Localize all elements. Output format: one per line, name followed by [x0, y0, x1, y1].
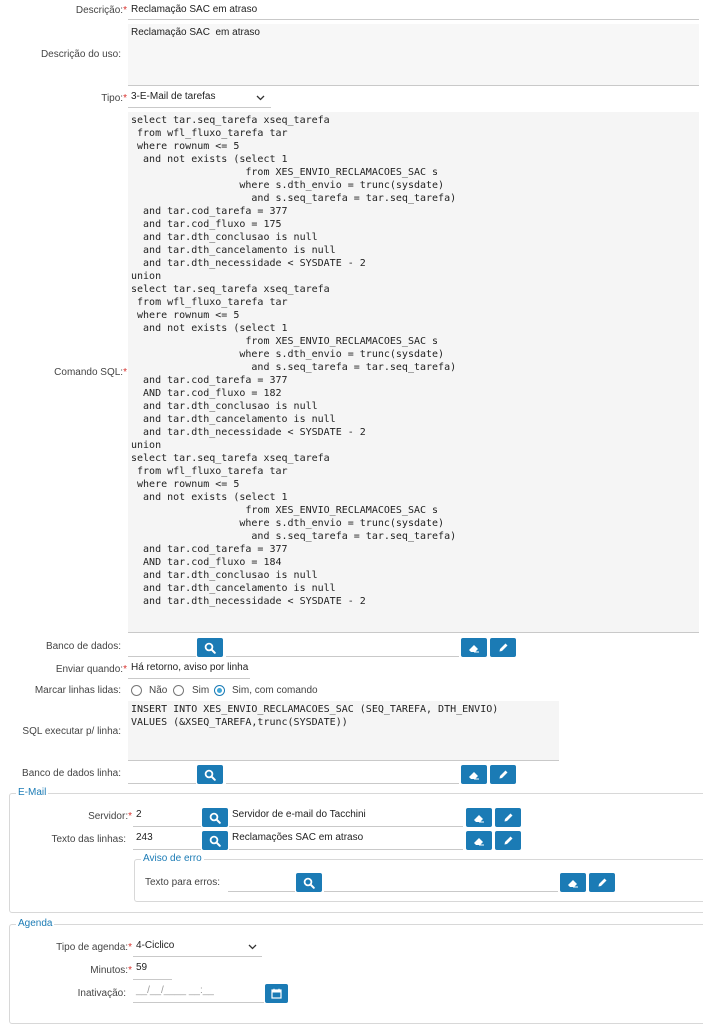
- texto-erros-code-input[interactable]: [228, 873, 295, 892]
- tipo-select[interactable]: 3-E-Mail de tarefas: [128, 90, 271, 108]
- texto-linhas-desc-input: Reclamações SAC em atraso: [229, 831, 463, 850]
- texto-linhas-search-button[interactable]: [202, 831, 228, 850]
- sql-linha-label: SQL executar p/ linha:: [22, 726, 121, 737]
- tipo-select-value: 3-E-Mail de tarefas: [131, 91, 216, 102]
- texto-erros-edit-button[interactable]: [589, 873, 615, 892]
- email-fieldset: [9, 793, 703, 913]
- search-icon: [209, 835, 221, 847]
- radio-sim-com-comando-label: Sim, com comando: [232, 685, 318, 696]
- eraser-icon: [469, 771, 479, 779]
- eraser-icon: [474, 814, 484, 822]
- descricao-input[interactable]: Reclamação SAC em atraso: [128, 3, 699, 20]
- sql-linha-textarea[interactable]: INSERT INTO XES_ENVIO_RECLAMACOES_SAC (S…: [128, 701, 559, 761]
- radio-sim[interactable]: [173, 685, 184, 696]
- inativacao-input[interactable]: __/__/____ __:__: [133, 984, 264, 1003]
- texto-linhas-clear-button[interactable]: [466, 831, 492, 850]
- aviso-erro-legend: Aviso de erro: [141, 853, 204, 865]
- tipo-agenda-label: Tipo de agenda:*: [56, 942, 132, 953]
- comando-sql-textarea[interactable]: select tar.seq_tarefa xseq_tarefa from w…: [128, 112, 699, 633]
- texto-linhas-edit-button[interactable]: [495, 831, 521, 850]
- banco-dados-search-button[interactable]: [197, 638, 223, 657]
- enviar-quando-label: Enviar quando:*: [55, 664, 127, 675]
- banco-dados-linha-desc-input: [226, 765, 459, 784]
- eraser-icon: [568, 879, 578, 887]
- banco-dados-linha-code-input[interactable]: [128, 765, 196, 784]
- search-icon: [204, 642, 216, 654]
- texto-erros-clear-button[interactable]: [560, 873, 586, 892]
- enviar-quando-select[interactable]: Há retorno, aviso por linha: [128, 661, 250, 679]
- pencil-icon: [504, 836, 512, 845]
- email-legend: E-Mail: [16, 787, 49, 799]
- eraser-icon: [474, 837, 484, 845]
- calendar-icon: [271, 988, 282, 999]
- radio-sim-label: Sim: [192, 685, 210, 696]
- banco-dados-linha-search-button[interactable]: [197, 765, 223, 784]
- sql-linha-text: INSERT INTO XES_ENVIO_RECLAMACOES_SAC (S…: [131, 704, 499, 728]
- search-icon: [209, 812, 221, 824]
- radio-sim-com-comando[interactable]: [214, 685, 225, 696]
- texto-linhas-code-input[interactable]: 243: [133, 831, 201, 850]
- banco-dados-edit-button[interactable]: [490, 638, 516, 657]
- servidor-label: Servidor:*: [88, 811, 132, 822]
- chevron-down-icon: [256, 95, 265, 101]
- servidor-code-input[interactable]: 2: [133, 808, 201, 827]
- marcar-linhas-label: Marcar linhas lidas:: [34, 685, 121, 696]
- descricao-uso-textarea[interactable]: Reclamação SAC em atraso: [128, 24, 699, 86]
- banco-dados-linha-edit-button[interactable]: [490, 765, 516, 784]
- pencil-icon: [499, 770, 507, 779]
- servidor-edit-button[interactable]: [495, 808, 521, 827]
- search-icon: [303, 877, 315, 889]
- minutos-label: Minutos:*: [90, 965, 132, 976]
- descricao-label: Descrição:*: [75, 5, 127, 16]
- pencil-icon: [504, 813, 512, 822]
- comando-sql-label: Comando SQL:*: [54, 367, 127, 378]
- texto-linhas-label: Texto das linhas:: [51, 834, 127, 845]
- tipo-label: Tipo:*: [101, 93, 127, 104]
- eraser-icon: [469, 644, 479, 652]
- inativacao-calendar-button[interactable]: [265, 984, 288, 1003]
- banco-dados-clear-button[interactable]: [461, 638, 487, 657]
- descricao-uso-label: Descrição do uso:: [40, 49, 121, 60]
- banco-dados-linha-label: Banco de dados linha:: [22, 768, 121, 779]
- inativacao-label: Inativação:: [77, 988, 126, 999]
- tipo-agenda-value: 4-Ciclico: [136, 940, 175, 951]
- banco-dados-linha-clear-button[interactable]: [461, 765, 487, 784]
- radio-nao-label: Não: [149, 685, 168, 696]
- banco-dados-desc-input: [226, 638, 459, 657]
- texto-erros-search-button[interactable]: [296, 873, 322, 892]
- servidor-clear-button[interactable]: [466, 808, 492, 827]
- pencil-icon: [499, 643, 507, 652]
- radio-nao[interactable]: [131, 685, 142, 696]
- agenda-legend: Agenda: [16, 918, 55, 930]
- aviso-erro-fieldset: [134, 859, 703, 902]
- comando-sql-text: select tar.seq_tarefa xseq_tarefa from w…: [131, 115, 457, 607]
- banco-dados-label: Banco de dados:: [45, 641, 121, 652]
- texto-erros-desc-input: [324, 873, 558, 892]
- minutos-input[interactable]: 59: [133, 961, 172, 980]
- chevron-down-icon: [248, 944, 257, 950]
- search-icon: [204, 769, 216, 781]
- servidor-desc-input: Servidor de e-mail do Tacchini: [229, 808, 463, 827]
- tipo-agenda-select[interactable]: 4-Ciclico: [133, 939, 262, 957]
- banco-dados-code-input[interactable]: [128, 638, 196, 657]
- servidor-search-button[interactable]: [202, 808, 228, 827]
- texto-erros-label: Texto para erros:: [144, 877, 220, 888]
- pencil-icon: [598, 878, 606, 887]
